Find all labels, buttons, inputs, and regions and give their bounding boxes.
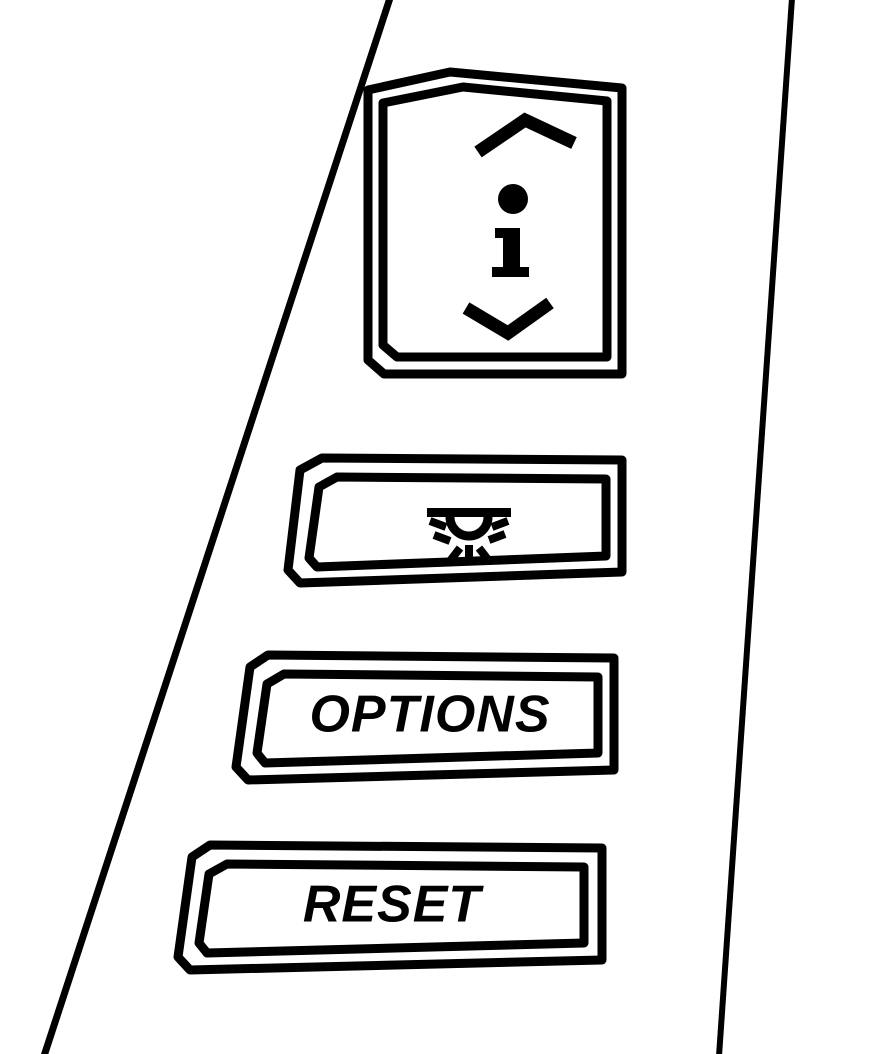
light-ray-5	[475, 545, 493, 564]
options-button-face	[236, 655, 614, 780]
options-button-inner-frame	[252, 669, 603, 768]
chevron-down-icon	[462, 297, 554, 341]
chevron-up-icon	[474, 112, 577, 158]
light-ray-7	[490, 517, 510, 531]
info-button-inner-frame	[378, 82, 612, 362]
light-dome-shade	[445, 516, 493, 541]
dome-light-icon	[427, 508, 511, 564]
info-button-face	[368, 72, 622, 374]
reset-button-inner-frame	[194, 859, 589, 958]
options-button[interactable]: OPTIONS	[231, 650, 619, 785]
light-button[interactable]	[283, 453, 627, 588]
letter-i-dot	[498, 184, 528, 214]
reset-button-outer-frame	[173, 840, 607, 975]
light-ray-3	[446, 545, 464, 564]
reset-button-face	[178, 845, 602, 970]
light-ceiling-bar	[427, 508, 511, 517]
light-button-outer-frame	[283, 453, 627, 588]
options-button-label: OPTIONS	[309, 686, 550, 744]
panel-left-edge	[40, 0, 394, 1054]
light-ray-6	[487, 530, 507, 544]
info-button[interactable]	[363, 67, 627, 379]
info-button-outer-frame	[363, 67, 627, 379]
light-button-inner-frame	[304, 472, 611, 572]
panel-right-edge	[716, 0, 795, 1054]
light-ray-2	[432, 531, 452, 545]
reset-button[interactable]: RESET	[173, 840, 607, 975]
light-rays	[428, 517, 510, 564]
reset-button-label: RESET	[303, 876, 485, 934]
light-button-face	[288, 458, 622, 583]
light-ray-1	[428, 517, 448, 531]
options-button-outer-frame	[231, 650, 619, 785]
letter-i-stem	[492, 228, 529, 277]
